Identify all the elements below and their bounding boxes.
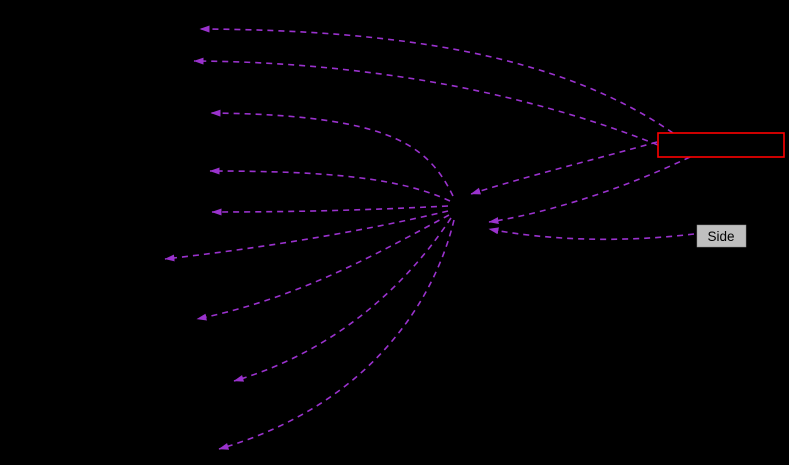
dependency-edge-hidden-hub-to-hidden-4	[209, 167, 451, 202]
side-node-box[interactable]	[696, 224, 747, 248]
dependency-edge-hidden-hub-to-hidden-5	[211, 205, 449, 216]
edges-layer	[164, 25, 695, 450]
dependency-edge-hidden-hub-to-hidden-6	[164, 210, 449, 262]
dependency-edge-current-class-to-hidden-2	[193, 57, 659, 146]
dependency-edge-hidden-hub-to-hidden-9	[218, 219, 455, 450]
dependency-edge-hidden-hub-to-hidden-8	[233, 217, 452, 382]
dependency-edge-hidden-hub-to-hidden-7	[196, 214, 450, 321]
dependency-edge-current-class-to-hidden-hub	[488, 156, 691, 225]
side-node[interactable]: Side	[696, 224, 747, 248]
current-class-node	[657, 132, 785, 158]
dependency-edge-side-to-hidden-hub	[488, 227, 695, 241]
dependency-edge-hidden-hub-to-hidden-3	[210, 109, 454, 197]
side-node-label: Side	[707, 229, 734, 244]
dependency-edge-current-class-to-hidden-hub	[470, 141, 658, 195]
dependency-edge-current-class-to-hidden-1	[199, 25, 674, 134]
